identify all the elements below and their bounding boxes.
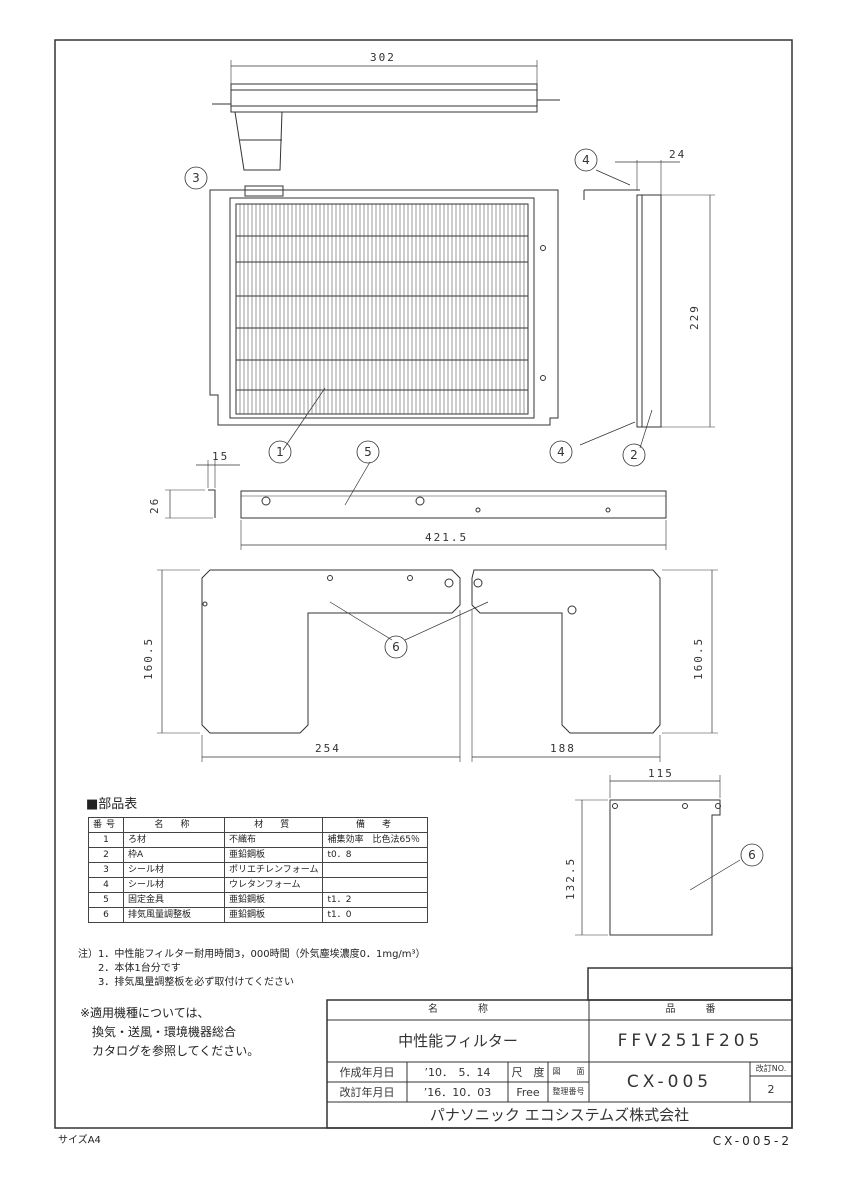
part-name: 排気風量調整板 [123,907,226,923]
callout-number: 6 [392,640,400,654]
callout-circle [184,166,208,190]
part-number: 3 [87,862,125,878]
callout-number: 4 [557,445,565,459]
part-remarks: 補集効率 比色法65％ [322,832,429,848]
part-material: 亜鉛鋼板 [224,907,324,923]
drawing-number: CX-005 [626,1071,713,1092]
part-number: 4 [87,877,125,893]
part-name: 枠A [123,847,226,863]
side-view: 24 229 [579,148,715,449]
dim-small-plate-height: 132.5 [564,857,577,900]
parts-table-header: 番号 名 称 材 質 備 考 [87,817,429,833]
part-number: 5 [87,892,125,908]
callout-number: 1 [276,445,284,459]
header-name: 名 称 [123,817,226,833]
scale-label: 尺 度 [511,1065,545,1079]
paper-size: サイズA4 [58,1135,101,1146]
part-name: 固定金具 [123,892,226,908]
company-name: パナソニック エコシステムズ株式会社 [429,1105,690,1124]
scale-value: Free [516,1085,540,1099]
callout-circle [622,443,646,467]
part-material: ポリエチレンフォーム [224,862,324,878]
name-label: 名 称 [428,1004,488,1015]
dim-side-depth: 24 [669,148,686,161]
applicable-line-3: カタログを参照してください。 [80,1044,260,1058]
part-material: 亜鉛鋼板 [224,892,324,908]
part-name: シール材 [123,877,226,893]
header-number: 番号 [87,817,125,833]
product-name: 中性能フィルター [398,1031,518,1050]
dim-small-plate-width: 115 [648,767,674,780]
dim-bracket-height: 26 [148,497,161,514]
callout-number: 2 [630,448,638,462]
adjustment-plates-view: 160.5 254 188 160.5 115 132.5 [142,569,741,936]
dim-left-plate-height: 160.5 [142,637,155,680]
dim-right-plate-height: 160.5 [692,637,705,680]
created-label: 作成年月日 [339,1065,395,1079]
applicable-line-1: ※適用機種については、 [80,1006,210,1020]
callout-circle [574,148,598,172]
sheet-id: CX-005-2 [712,1134,792,1148]
fixing-bracket-view: 15 26 421.5 [148,450,667,550]
title-block-frame [326,967,793,1129]
dim-right-plate-width: 188 [550,742,576,755]
filter-front-view [209,185,559,451]
product-no-label: 品 番 [665,1004,716,1015]
notes: 注）1．中性能フィルター耐用時間3，000時間（外気塵埃濃度0．1mg/m³） … [78,948,426,990]
drawing-no-label-1: 図 面 [552,1067,585,1076]
callout-number: 4 [582,153,590,167]
note-2: 2．本体1台分です [78,963,181,974]
applicable-models-note: ※適用機種については、 換気・送風・環境機器総合 カタログを参照してください。 [80,1004,259,1061]
part-name: ろ材 [123,832,226,848]
part-number: 6 [87,907,125,923]
revised-label: 改訂年月日 [339,1085,395,1099]
dim-bracket-width: 15 [212,450,229,463]
applicable-line-2: 換気・送風・環境機器総合 [80,1025,237,1039]
part-remarks: t1．2 [322,892,429,908]
product-number: FFV251F205 [617,1030,764,1051]
dim-side-height: 229 [688,304,701,330]
created-date: ’10． 5．14 [424,1065,491,1079]
drawing-no-label-2: 整理番号 [552,1087,585,1096]
dim-bar-length: 421.5 [425,531,468,544]
revised-date: ’16．10．03 [423,1085,492,1099]
parts-table-title: ■部品表 [86,797,138,812]
revision-number: 2 [767,1082,775,1096]
part-name: シール材 [123,862,226,878]
part-material: 亜鉛鋼板 [224,847,324,863]
callout-circle [549,440,573,464]
callout-number: 6 [748,848,756,862]
part-remarks [322,877,429,893]
header-remarks: 備 考 [322,817,429,833]
part-number: 1 [87,832,125,848]
dim-top-width: 302 [370,51,396,64]
callout-number: 3 [192,171,200,185]
part-material: ウレタンフォーム [224,877,324,893]
callout-circle [384,635,408,659]
note-1: 注）1．中性能フィルター耐用時間3，000時間（外気塵埃濃度0．1mg/m³） [78,949,426,960]
callout-circle [356,440,380,464]
revision-label: 改訂NO. [755,1064,787,1073]
part-material: 不織布 [224,832,324,848]
part-remarks [322,862,429,878]
callout-number: 5 [364,445,372,459]
top-view: 302 [212,51,560,171]
part-remarks: t1．0 [322,907,429,923]
part-remarks: t0．8 [322,847,429,863]
header-material: 材 質 [224,817,324,833]
callout-circle [268,440,292,464]
part-number: 2 [87,847,125,863]
callout-circle [740,843,764,867]
dim-left-plate-width: 254 [315,742,341,755]
note-3: 3．排気風量調整板を必ず取付けてください [78,977,295,988]
